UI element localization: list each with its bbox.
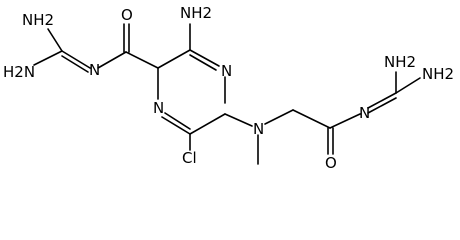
bond <box>61 50 91 69</box>
atom-label: N <box>153 99 164 117</box>
bond <box>125 51 159 69</box>
bond <box>292 109 331 129</box>
bond-lines <box>33 23 421 165</box>
atom-label: N <box>221 62 232 80</box>
bond <box>395 77 421 94</box>
bond <box>189 113 226 135</box>
atom-labels: NH2 H2N N O NH2 N N Cl N O N NH2 NH2 <box>3 4 454 172</box>
structure-diagram: NH2 H2N N O NH2 N N Cl N O N NH2 NH2 <box>3 4 454 172</box>
bond <box>164 112 191 130</box>
bond <box>97 51 127 69</box>
bond <box>47 28 63 52</box>
bond <box>224 113 253 127</box>
atom-label: NH2 <box>384 53 416 71</box>
atom-label: NH2 <box>22 11 54 29</box>
atom-label: N <box>359 104 370 122</box>
bond <box>161 116 191 135</box>
bond <box>189 54 217 71</box>
bond <box>329 113 361 129</box>
atom-label: O <box>121 6 133 24</box>
bond <box>189 49 220 67</box>
atom-label: H2N <box>3 63 35 81</box>
bond <box>264 109 294 125</box>
atom-label: O <box>325 154 337 172</box>
bond <box>61 55 89 73</box>
bond <box>33 50 63 66</box>
atom-label: N <box>89 61 100 79</box>
atom-label: NH2 <box>422 65 454 83</box>
atom-label: Cl <box>182 149 197 167</box>
bond <box>157 49 191 69</box>
bond <box>367 92 397 109</box>
atom-label: N <box>253 120 264 138</box>
atom-label: NH2 <box>180 4 212 22</box>
bond <box>367 97 397 114</box>
